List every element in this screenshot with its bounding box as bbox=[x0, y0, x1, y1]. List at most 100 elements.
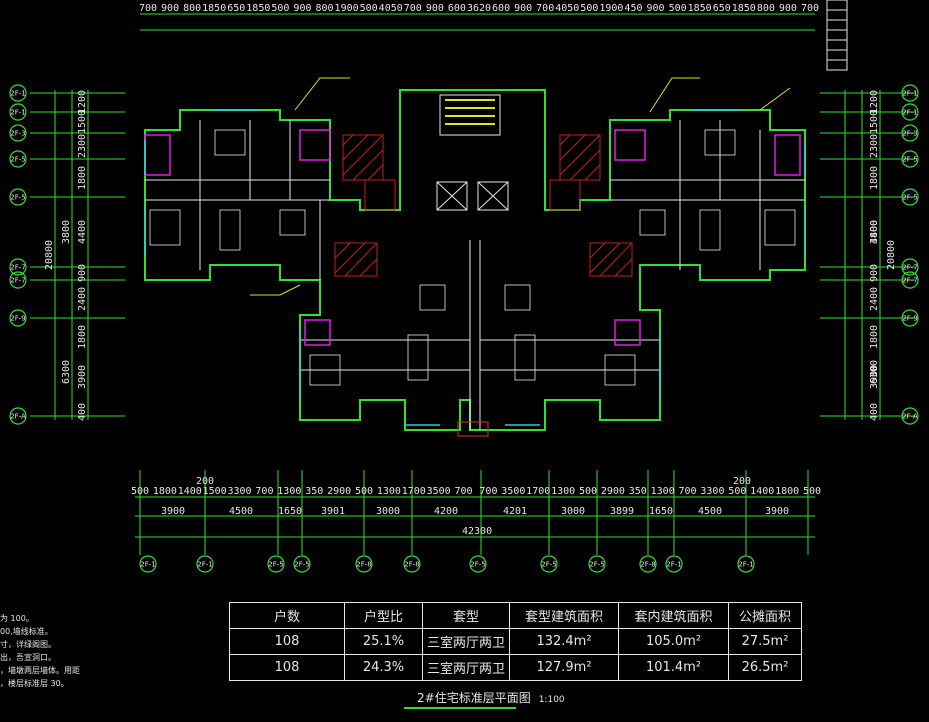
bottom-dimension-label: 500 bbox=[355, 486, 373, 497]
cell-unit-gross-area: 132.4m² bbox=[509, 628, 620, 655]
note-line: 00,墙线标准。 bbox=[0, 627, 53, 636]
bottom-dimension-label: 1400 bbox=[178, 486, 202, 497]
bottom-dimension-label: 700 bbox=[455, 486, 473, 497]
right-dimension-label: 400 bbox=[869, 403, 880, 421]
title-underline bbox=[404, 707, 516, 709]
bottom-dimension-label: 3500 bbox=[427, 486, 451, 497]
bottom-dimension-label: 500 bbox=[579, 486, 597, 497]
top-dimension-label: 600 bbox=[492, 3, 510, 14]
right-dimension-label: 2300 bbox=[869, 134, 880, 158]
cell-unit-net-area: 105.0m² bbox=[618, 628, 730, 655]
header-unit-ratio: 户型比 bbox=[344, 602, 423, 629]
cell-shared-area: 27.5m² bbox=[728, 628, 803, 655]
axis-bubble-circle bbox=[901, 124, 919, 142]
top-dimension-label: 1900 bbox=[599, 3, 623, 14]
axis-bubble-circle bbox=[9, 309, 27, 327]
top-dimension-label: 900 bbox=[647, 3, 665, 14]
right-dimension-label: 4400 bbox=[869, 220, 880, 244]
axis-bubble-circle bbox=[196, 555, 214, 573]
top-dimension-label: 800 bbox=[757, 3, 775, 14]
axis-bubble-circle bbox=[9, 150, 27, 168]
bottom-dimension-label: 1300 bbox=[377, 486, 401, 497]
axis-bubble-label: 2F-8 bbox=[404, 561, 419, 569]
bottom-dimension-lines bbox=[135, 470, 815, 555]
axis-bubble-label: 2F-5 bbox=[470, 561, 485, 569]
bottom-dimension-label: 700 bbox=[679, 486, 697, 497]
axis-bubble-label: 2F-5 bbox=[902, 156, 917, 164]
left-dimension-label: 1800 bbox=[77, 325, 88, 349]
bottom-dimension-label: 500 bbox=[803, 486, 821, 497]
left-axis-bubbles: 2F-12F-12F-32F-52F-52F-72F-72F-92F-A bbox=[9, 84, 27, 425]
axis-bubble-label: 2F-3 bbox=[10, 130, 25, 138]
bottom-dimension-label: 3899 bbox=[610, 506, 634, 517]
axis-bubble-circle bbox=[737, 555, 755, 573]
bottom-dimension-label: 1700 bbox=[526, 486, 550, 497]
axis-bubble-circle bbox=[540, 555, 558, 573]
top-dimension-label: 4050 bbox=[379, 3, 403, 14]
cell-households: 108 bbox=[229, 628, 345, 655]
bottom-dimension-label: 4500 bbox=[229, 506, 253, 517]
top-dimension-label: 1850 bbox=[202, 3, 226, 14]
top-dimension-label: 900 bbox=[293, 3, 311, 14]
axis-bubble-circle bbox=[9, 407, 27, 425]
top-dimension-label: 500 bbox=[669, 3, 687, 14]
bottom-dimension-label: 3900 bbox=[765, 506, 789, 517]
left-dimension-label: 1500 bbox=[77, 110, 88, 134]
top-dimension-label: 4050 bbox=[555, 3, 579, 14]
axis-bubble-label: 2F-5 bbox=[10, 194, 25, 202]
revision-column bbox=[826, 0, 848, 71]
windows bbox=[144, 109, 806, 426]
top-dimension-label: 500 bbox=[360, 3, 378, 14]
bottom-dimension-label: 1300 bbox=[651, 486, 675, 497]
axis-bubble-label: 2F-1 bbox=[902, 90, 917, 98]
top-dimension-label: 500 bbox=[580, 3, 598, 14]
top-dimension-label: 450 bbox=[624, 3, 642, 14]
cell-unit-type: 三室两厅两卫 bbox=[421, 654, 511, 681]
axis-bubble-label: 2F-5 bbox=[10, 156, 25, 164]
plan-walls bbox=[144, 89, 806, 437]
bottom-dimension-label: 2900 bbox=[601, 486, 625, 497]
bottom-dimension-label: 1300 bbox=[551, 486, 575, 497]
note-line: 为 100。 bbox=[0, 614, 34, 623]
top-dimension-label: 650 bbox=[227, 3, 245, 14]
header-unit-type: 套型 bbox=[421, 602, 511, 629]
axis-bubble-label: 2F-7 bbox=[10, 277, 25, 285]
cell-unit-net-area: 101.4m² bbox=[618, 654, 730, 681]
left-dimension-label: 1200 bbox=[77, 90, 88, 114]
bottom-dimension-label: 1500 bbox=[203, 486, 227, 497]
cell-unit-type: 三室两厅两卫 bbox=[421, 628, 511, 655]
bottom-dimension-label: 1650 bbox=[649, 506, 673, 517]
bathroom-fixtures bbox=[144, 129, 801, 346]
axis-bubble-label: 2F-A bbox=[902, 413, 918, 421]
bottom-dimension-label: 3500 bbox=[501, 486, 525, 497]
axis-bubble-label: 2F-1 bbox=[738, 561, 753, 569]
note-line: ，楼层标准层 30。 bbox=[0, 679, 69, 688]
axis-bubble-circle bbox=[901, 84, 919, 102]
top-dimension-label: 900 bbox=[161, 3, 179, 14]
bottom-dimension-label: 3300 bbox=[228, 486, 252, 497]
bottom-dimension-label: 2900 bbox=[327, 486, 351, 497]
axis-bubble-circle bbox=[139, 555, 157, 573]
right-dimension-label: 3900 bbox=[869, 365, 880, 389]
leader-lines bbox=[250, 77, 791, 296]
axis-bubble-circle bbox=[9, 84, 27, 102]
bottom-dimension-label: 3901 bbox=[321, 506, 345, 517]
header-households: 户数 bbox=[229, 602, 345, 629]
drawing-scale: 1:100 bbox=[538, 695, 565, 705]
bottom-dimension-small-label: 200 bbox=[196, 476, 214, 487]
right-dimension-label: 2400 bbox=[869, 287, 880, 311]
bottom-dimension-label: 1400 bbox=[750, 486, 774, 497]
axis-bubble-label: 2F-1 bbox=[10, 109, 25, 117]
axis-bubble-label: 2F-1 bbox=[197, 561, 212, 569]
axis-bubble-label: 2F-5 bbox=[268, 561, 283, 569]
top-dimension-label: 900 bbox=[426, 3, 444, 14]
top-dimension-label: 500 bbox=[271, 3, 289, 14]
header-unit-net-area: 套内建筑面积 bbox=[618, 602, 730, 629]
bottom-dimension-label: 3900 bbox=[161, 506, 185, 517]
left-dimension-lines bbox=[30, 90, 125, 420]
axis-bubble-label: 2F-5 bbox=[541, 561, 556, 569]
top-dimension-label: 1900 bbox=[335, 3, 359, 14]
